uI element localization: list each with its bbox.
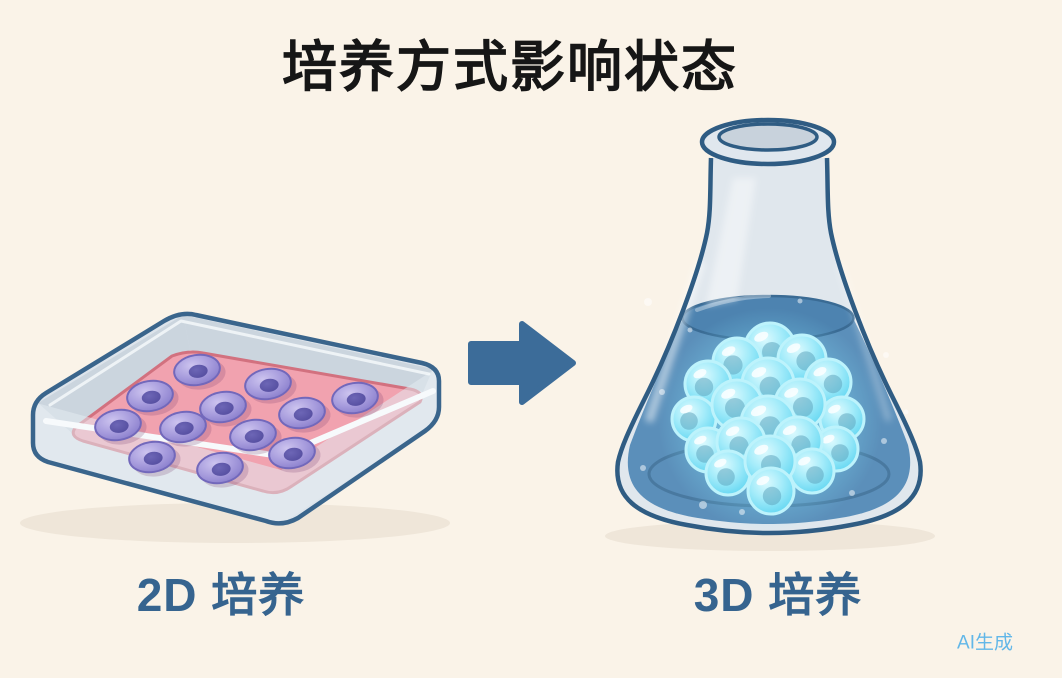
culture-flask-3d [605, 117, 935, 551]
dish-cell [278, 396, 331, 433]
bubble [699, 501, 707, 509]
cell-nucleus [174, 421, 194, 435]
cell-highlight [725, 426, 740, 436]
cell-nucleus [293, 407, 313, 421]
page-title: 培养方式影响状态 [281, 36, 739, 98]
arrow-right-icon [468, 321, 576, 405]
dish-cell [128, 440, 181, 477]
cell-nucleus [259, 378, 279, 392]
dish-cell [331, 381, 384, 418]
cell-nucleus [109, 419, 129, 433]
cell-highlight [751, 367, 767, 378]
cell-highlight [680, 404, 693, 414]
spheroid-cells [670, 321, 866, 516]
cell-nucleus [283, 447, 303, 461]
flask-mouth-opening [717, 122, 819, 152]
cell-nucleus [723, 355, 743, 375]
bubble [881, 438, 887, 444]
dish-back-rim-highlight [48, 319, 431, 407]
dish-cell [268, 436, 321, 473]
dish-cell [173, 353, 226, 390]
bubble [739, 509, 745, 515]
cell-nucleus [759, 376, 781, 398]
dish-cell [244, 367, 297, 404]
cell-nucleus [680, 412, 698, 430]
cell-highlight [714, 458, 727, 468]
bubble [644, 298, 652, 306]
cell-highlight [694, 435, 707, 445]
cell-nucleus [717, 468, 735, 486]
cell-nucleus [762, 486, 782, 506]
spheroid-cell [746, 466, 796, 516]
ai-generated-watermark: AI生成 [957, 632, 1013, 654]
dish-inner-wall [38, 315, 190, 434]
cell-nucleus [696, 445, 714, 463]
dish-cell [94, 408, 147, 445]
bubble [883, 352, 889, 358]
label-3d-culture: 3D 培养 [693, 569, 863, 621]
cell-nucleus [211, 462, 231, 476]
cell-nucleus [725, 398, 745, 418]
cell-nucleus [244, 429, 264, 443]
dish-outline [30, 311, 442, 526]
spheroid-cell [788, 447, 836, 495]
cell-highlight [786, 343, 801, 353]
dish-cell [199, 390, 252, 427]
bubble [797, 298, 803, 304]
spheroid-cell [704, 449, 752, 497]
cell-nucleus [346, 392, 366, 406]
dish-shadow [20, 503, 450, 543]
cell-nucleus [188, 364, 208, 378]
dish-cell [229, 418, 282, 455]
cell-highlight [721, 388, 736, 399]
dish-cell [196, 451, 249, 488]
cell-highlight [782, 425, 797, 435]
bubble [640, 465, 646, 471]
cell-nucleus [694, 377, 714, 397]
cell-nucleus [838, 413, 856, 431]
cell-highlight [756, 476, 770, 486]
cell-highlight [822, 434, 835, 444]
cell-nucleus [143, 451, 163, 465]
cell-highlight [813, 367, 827, 377]
cell-nucleus [831, 444, 849, 462]
cell-highlight [798, 456, 811, 466]
cell-highlight [750, 405, 767, 417]
dish-cell [126, 379, 179, 416]
cell-nucleus [214, 401, 234, 415]
dish-cell [159, 410, 212, 447]
dish-front-wall-glass [33, 367, 438, 524]
cell-highlight [828, 404, 841, 414]
bubble [849, 490, 855, 496]
cell-nucleus [806, 466, 824, 484]
cell-nucleus [793, 397, 813, 417]
cell-highlight [754, 444, 769, 455]
cell-highlight [693, 369, 707, 379]
flask-shadow [605, 521, 935, 551]
label-2d-culture: 2D 培养 [136, 569, 306, 621]
dish-cells [94, 353, 384, 488]
bubble [903, 409, 909, 415]
cell-nucleus [823, 374, 843, 394]
bubble [687, 327, 693, 333]
culture-dish-2d [20, 311, 450, 543]
cell-nucleus [141, 390, 161, 404]
flask-outline [615, 157, 923, 536]
cell-highlight [754, 331, 769, 342]
cell-highlight [784, 387, 799, 398]
cell-highlight [721, 346, 736, 356]
